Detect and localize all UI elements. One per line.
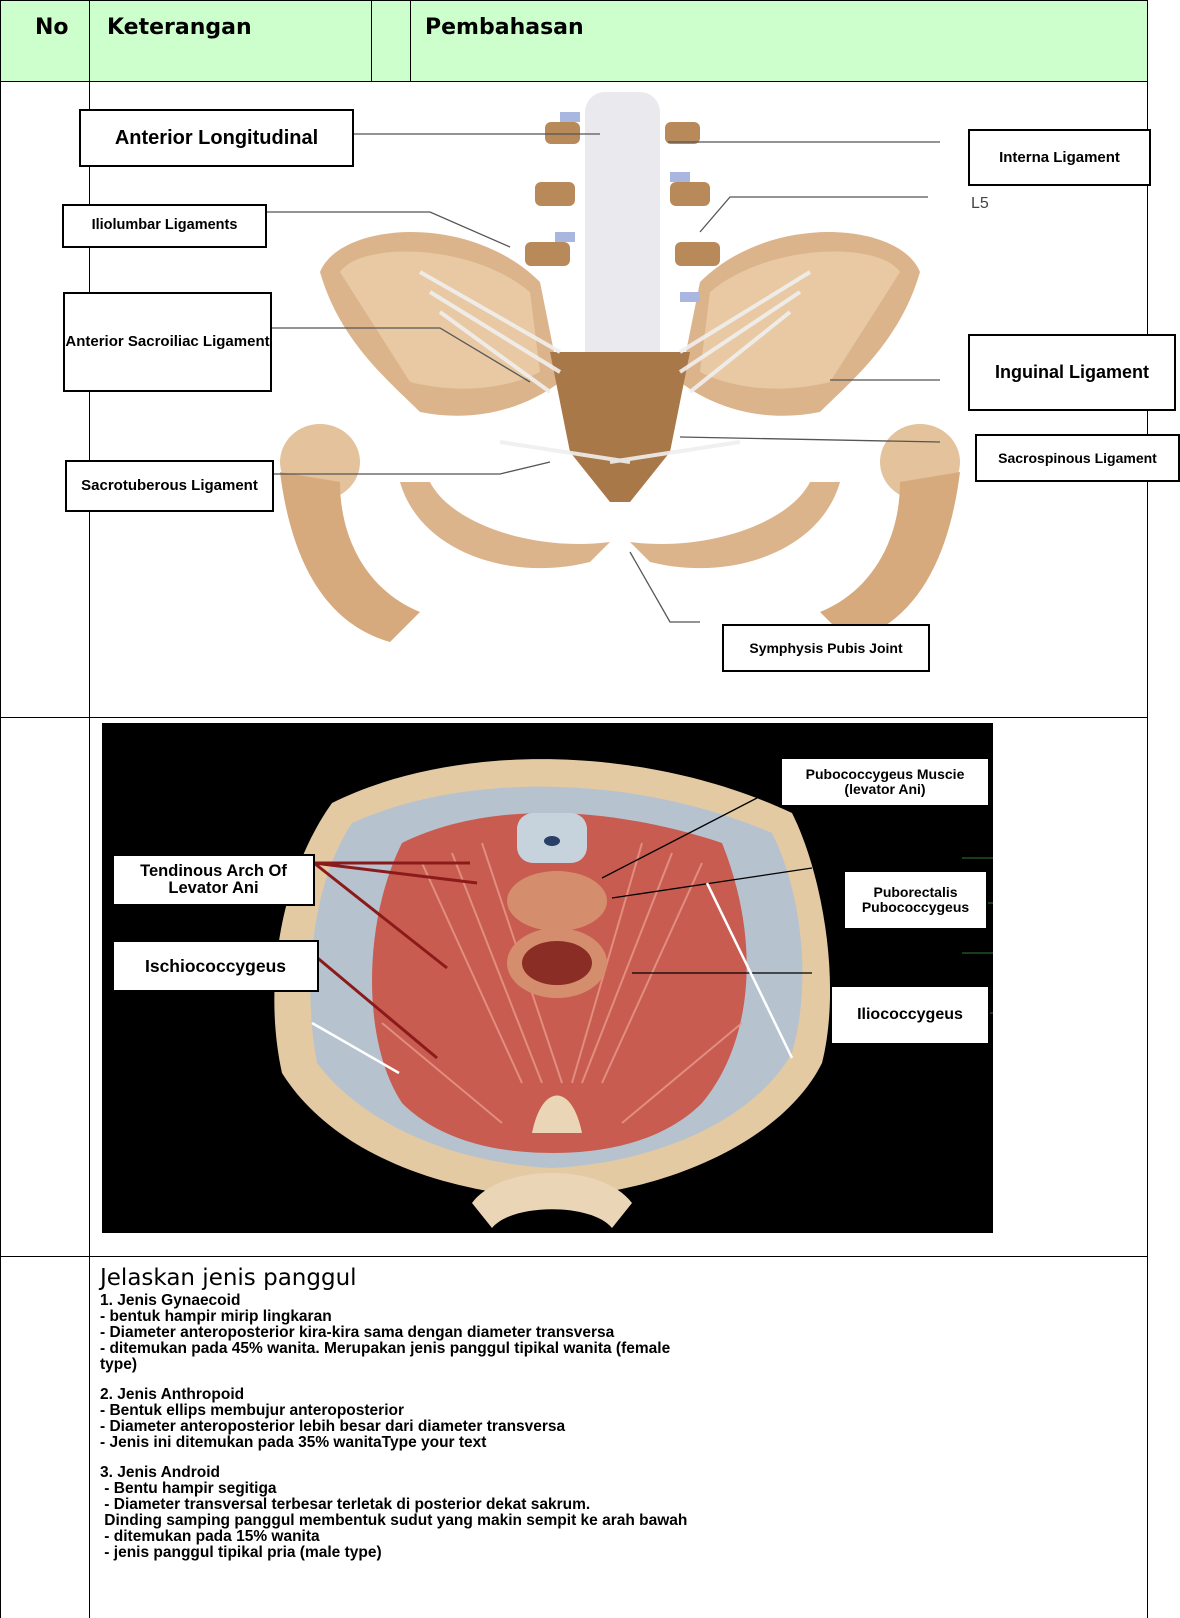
row-divider	[0, 1256, 1148, 1257]
label-tendinous-arch: Tendinous Arch Of Levator Ani	[112, 854, 315, 906]
label-pubococcygeus-muscle: Pubococcygeus Muscie (levator Ani)	[780, 757, 990, 807]
text-line: 1. Jenis Gynaecoid	[100, 1293, 1140, 1309]
text-line: - ditemukan pada 45% wanita. Merupakan j…	[100, 1341, 1140, 1357]
label-anterior-sacroiliac-ligament: Anterior Sacroiliac Ligament	[63, 292, 272, 392]
header-no: No	[35, 15, 69, 40]
label-inguinal-ligament: Inguinal Ligament	[968, 334, 1176, 411]
table-header-row: No Keterangan Pembahasan	[1, 1, 1147, 81]
text-line: - ditemukan pada 15% wanita	[100, 1529, 1140, 1545]
text-line: - bentuk hampir mirip lingkaran	[100, 1309, 1140, 1325]
android-block: 3. Jenis Android - Bentu hampir segitiga…	[100, 1465, 1140, 1561]
text-line: - Jenis ini ditemukan pada 35% wanitaTyp…	[100, 1435, 1140, 1451]
text-line: 3. Jenis Android	[100, 1465, 1140, 1481]
anthropoid-block: 2. Jenis Anthropoid - Bentuk ellips memb…	[100, 1387, 1140, 1451]
label-sacrospinous-ligament: Sacrospinous Ligament	[975, 434, 1180, 482]
label-puborectalis-pubococcygeus: Puborectalis Pubococcygeus	[843, 870, 988, 930]
col-divider	[1147, 0, 1148, 1618]
text-line: - Bentuk ellips membujur anteroposterior	[100, 1403, 1140, 1419]
text-line: 2. Jenis Anthropoid	[100, 1387, 1140, 1403]
gynaecoid-block: 1. Jenis Gynaecoid - bentuk hampir mirip…	[100, 1293, 1140, 1373]
label-l5: L5	[971, 195, 989, 213]
label-sacrotuberous-ligament: Sacrotuberous Ligament	[65, 460, 274, 512]
label-interna-ligament: Interna Ligament	[968, 129, 1151, 186]
table-border	[0, 0, 1148, 1]
text-line: - jenis panggul tipikal pria (male type)	[100, 1545, 1140, 1561]
col-divider	[371, 0, 372, 81]
text-line: Dinding samping panggul membentuk sudut …	[100, 1513, 1140, 1529]
row-divider	[0, 717, 1148, 718]
section-title: Jelaskan jenis panggul	[100, 1266, 1140, 1291]
label-iliococcygeus: Iliococcygeus	[830, 985, 990, 1045]
text-line: type)	[100, 1357, 1140, 1373]
label-symphysis-pubis-joint: Symphysis Pubis Joint	[722, 624, 930, 672]
col-divider	[410, 0, 411, 81]
pelvis-types-text: Jelaskan jenis panggul 1. Jenis Gynaecoi…	[100, 1266, 1140, 1561]
text-line: - Diameter anteroposterior lebih besar d…	[100, 1419, 1140, 1435]
text-line: - Bentu hampir segitiga	[100, 1481, 1140, 1497]
text-line: - Diameter transversal terbesar terletak…	[100, 1497, 1140, 1513]
col-divider	[0, 0, 1, 1618]
text-line: - Diameter anteroposterior kira-kira sam…	[100, 1325, 1140, 1341]
label-ischiococcygeus: Ischiococcygeus	[112, 940, 319, 992]
header-pembahasan: Pembahasan	[425, 15, 584, 40]
label-iliolumbar-ligaments: Iliolumbar Ligaments	[62, 204, 267, 248]
header-keterangan: Keterangan	[107, 15, 252, 40]
label-anterior-longitudinal: Anterior Longitudinal	[79, 109, 354, 167]
